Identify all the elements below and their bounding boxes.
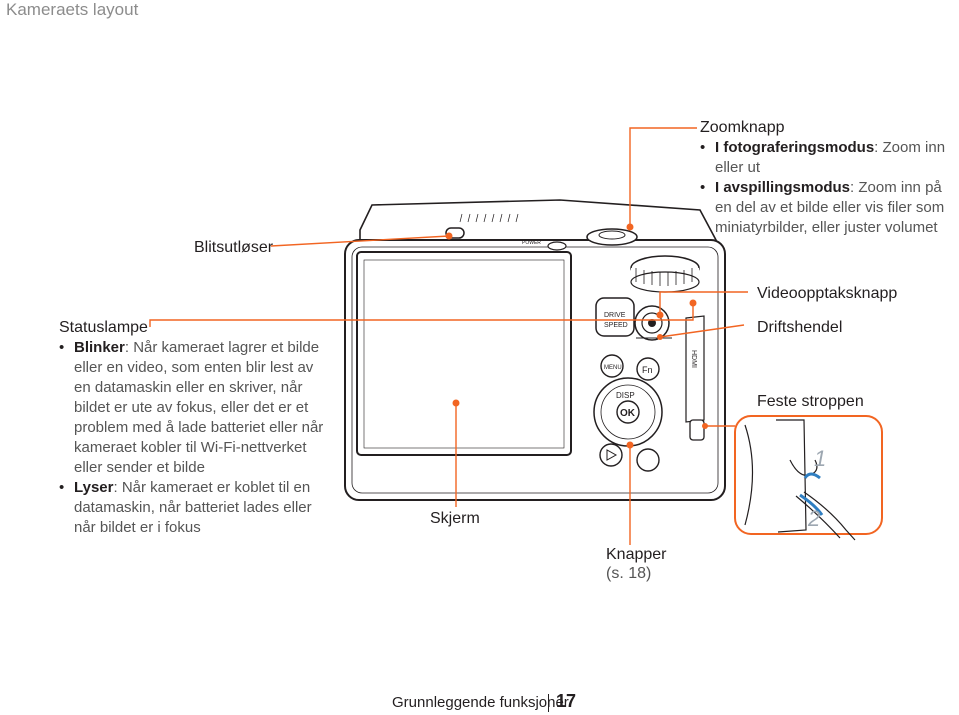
mode-lever-label: Driftshendel [757,319,843,336]
strap-mount-label: Feste stroppen [757,393,864,410]
buttons-label: Knapper [606,546,667,563]
zoom-description: Zoomknapp I fotograferingsmodus: Zoom in… [700,118,950,238]
ok-mark: OK [620,408,636,419]
footer-section: Grunnleggende funksjoner [392,694,569,711]
status-lamp-item: Lyser: Når kameraet er koblet til en dat… [59,478,327,538]
zoom-text: Zoom inn på en del av et bilde eller vis… [715,179,945,236]
status-lamp-text: Når kameraet er koblet til en datamaskin… [74,479,312,536]
zoom-item: I fotograferingsmodus: Zoom inn eller ut [700,138,950,178]
zoom-item: I avspillingsmodus: Zoom inn på en del a… [700,178,950,238]
flash-release-label: Blitsutløser [194,239,274,256]
drive-mark: DRIVE [604,312,626,319]
video-button-label: Videoopptaksknapp [757,285,898,302]
menu-mark: MENU [604,365,622,371]
disp-mark: DISP [616,391,635,400]
hdmi-mark: HDMI [690,350,697,368]
zoom-title: Zoomknapp [700,119,785,136]
zoom-text: Zoom inn eller ut [715,139,946,176]
status-lamp-term: Blinker [74,339,125,356]
step-2-mark: 2 [807,506,820,531]
screen-label: Skjerm [430,510,480,527]
power-mark: POWER [522,240,541,246]
status-lamp-title: Statuslampe [59,319,148,336]
status-lamp-term: Lyser [74,479,114,496]
buttons-ref-label: (s. 18) [606,565,652,582]
status-lamp-item: Blinker: Når kameraet lagrer et bilde el… [59,338,327,478]
page-header: Kameraets layout [6,0,139,19]
zoom-term: I avspillingsmodus [715,179,851,196]
step-1-mark: 1 [814,446,826,471]
footer-divider [548,694,549,712]
page-number: 17 [556,691,577,711]
status-lamp-text: Når kameraet lagrer et bilde eller en vi… [74,339,324,476]
zoom-term: I fotograferingsmodus [715,139,875,156]
speed-mark: SPEED [604,322,628,329]
status-lamp-description: Statuslampe Blinker: Når kameraet lagrer… [59,318,327,538]
fn-mark: Fn [642,365,653,375]
